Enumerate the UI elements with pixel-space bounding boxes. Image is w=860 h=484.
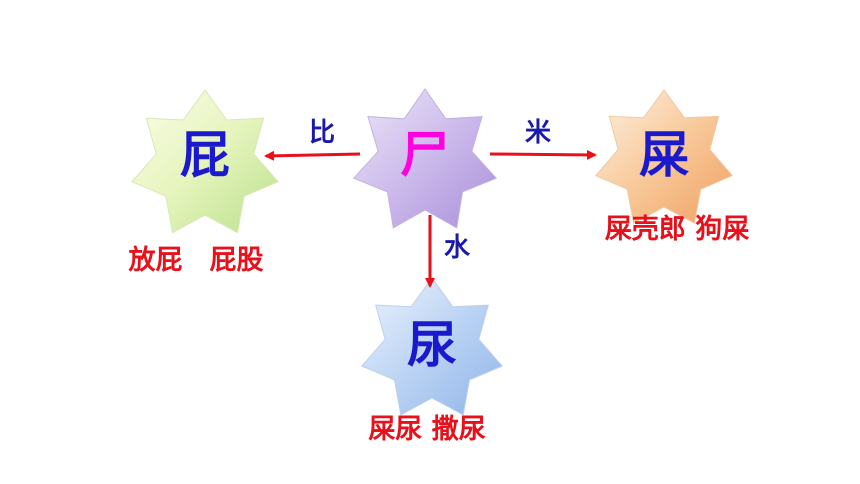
char-right: 屎 [639, 125, 689, 184]
char-bottom: 尿 [407, 315, 457, 374]
arrow-to-left [264, 150, 361, 161]
edge-label-right: 米 [525, 118, 551, 148]
words-bottom: 屎尿 撒尿 [368, 414, 485, 445]
words-right: 屎壳郎 狗屎 [605, 214, 750, 245]
star-bottom-shape [360, 277, 504, 416]
star-center-shape [352, 88, 498, 229]
star-left-shape [131, 89, 279, 234]
arrow-to-right [489, 149, 597, 160]
char-center: 尸 [400, 125, 450, 184]
words-left: 放屁 屁股 [128, 244, 264, 276]
star-right-shape [594, 89, 734, 224]
edge-label-left: 比 [309, 118, 335, 148]
char-left: 屁 [180, 125, 230, 184]
edge-label-bottom: 水 [444, 233, 471, 263]
